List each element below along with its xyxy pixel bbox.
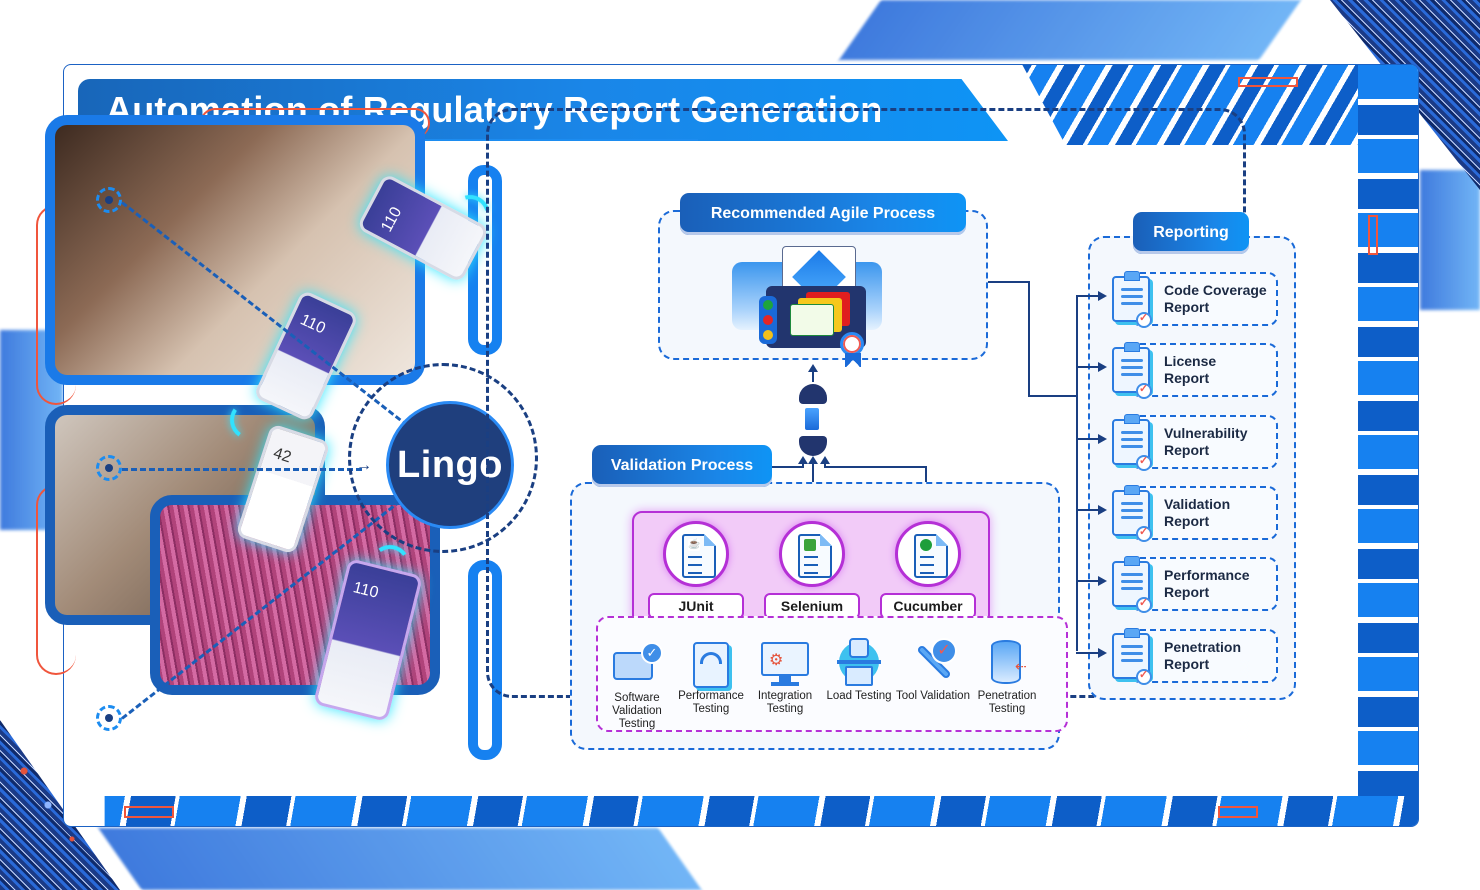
connector-line [1076, 366, 1100, 368]
clipboard-report-icon [1112, 271, 1152, 328]
certified-badge-icon [1136, 311, 1152, 328]
clipboard-report-icon [1112, 628, 1152, 685]
arrow-right-icon [1098, 434, 1107, 444]
capsule-package-icon [795, 384, 831, 456]
database-penetration-icon: ⇠ [981, 638, 1033, 688]
frame-red-accent [1238, 77, 1298, 87]
tool-selenium: Selenium [756, 521, 866, 621]
tool-cucumber: Cucumber [872, 521, 982, 621]
photo-man-with-phone [45, 115, 425, 385]
test-type-performance: Performance Testing [674, 638, 748, 716]
arrow-up-icon [808, 364, 818, 372]
agile-section-header: Recommended Agile Process [680, 193, 966, 235]
connector-line [824, 466, 927, 468]
software-validation-icon: ✓ [611, 640, 663, 690]
load-scale-icon [833, 638, 885, 688]
decor-rail [468, 165, 502, 355]
certified-badge-icon [1136, 596, 1152, 613]
clipboard-report-icon [1112, 485, 1152, 542]
test-type-integration: ⚙ Integration Testing [748, 638, 822, 716]
connector-line [1076, 652, 1100, 654]
clipboard-report-icon [1112, 414, 1152, 471]
test-type-load: Load Testing [822, 638, 896, 703]
performance-gauge-icon [685, 638, 737, 688]
decor-rail [468, 560, 502, 760]
arrow-right-icon [1098, 505, 1107, 515]
award-ribbon-icon [840, 332, 864, 367]
connector-line [824, 462, 826, 468]
selenium-doc-icon [798, 534, 832, 578]
connector-line [1076, 438, 1100, 440]
certified-badge-icon [1136, 454, 1152, 471]
arrow-right-icon [1098, 576, 1107, 586]
clipboard-report-icon [1112, 556, 1152, 613]
connector-line [1028, 281, 1030, 396]
connector-line [1028, 395, 1078, 397]
certified-badge-icon [1136, 525, 1152, 542]
arrow-up-icon [808, 456, 818, 464]
folder-icon [790, 304, 834, 336]
junit-doc-icon: ☕ [682, 534, 716, 578]
test-type-tool-validation: ✓ Tool Validation [896, 638, 970, 703]
integration-monitor-icon: ⚙ [759, 638, 811, 688]
lingo-logo: Lingo [386, 401, 514, 529]
photo-collage: 110 110 42 110 → Lingo [30, 105, 538, 760]
clipboard-report-icon [1112, 342, 1152, 399]
connector-line [802, 462, 804, 468]
connector-line [1076, 295, 1100, 297]
traffic-light-icon [759, 296, 777, 344]
test-type-penetration: ⇠ Penetration Testing [970, 638, 1044, 716]
arrow-up-icon [798, 456, 808, 464]
connector-line [988, 281, 1029, 283]
arrow-right-icon [1098, 362, 1107, 372]
arrow-right-icon [1098, 291, 1107, 301]
connector-line [812, 370, 814, 382]
frame-red-accent [1368, 215, 1378, 255]
bg-stripe-bottom [98, 828, 702, 890]
connector-line [1076, 509, 1100, 511]
tool-junit: ☕ JUnit [640, 521, 750, 621]
agile-toolkit-icon [732, 246, 894, 396]
reporting-section-header: Reporting [1133, 212, 1249, 254]
certified-badge-icon [1136, 668, 1152, 685]
bg-stripe-top [838, 0, 1302, 60]
connection-node [96, 187, 122, 213]
connector-line [1076, 296, 1078, 651]
tool-label-selenium: Selenium [764, 593, 860, 619]
test-frameworks-panel: ☕ JUnit Selenium Cucumber [632, 511, 990, 625]
arrow-right-icon [1098, 648, 1107, 658]
wrench-check-icon: ✓ [907, 638, 959, 688]
connector-dashed [122, 468, 362, 471]
connection-node [96, 455, 122, 481]
test-type-software-validation: ✓ Software Validation Testing [600, 640, 674, 731]
bg-stripe-right [1420, 170, 1480, 310]
connection-node [96, 705, 122, 731]
lingo-orbit-ring [348, 363, 538, 553]
frame-circuit-bottom [104, 796, 1418, 826]
testing-types-panel: ✓ Software Validation Testing Performanc… [596, 616, 1068, 732]
validation-section-header: Validation Process [592, 445, 772, 487]
arrow-up-icon [820, 456, 830, 464]
frame-circuit-right [1358, 65, 1418, 826]
certified-badge-icon [1136, 382, 1152, 399]
cucumber-doc-icon [914, 534, 948, 578]
frame-red-accent [124, 806, 174, 818]
frame-red-accent [1218, 806, 1258, 818]
connector-line [1076, 580, 1100, 582]
